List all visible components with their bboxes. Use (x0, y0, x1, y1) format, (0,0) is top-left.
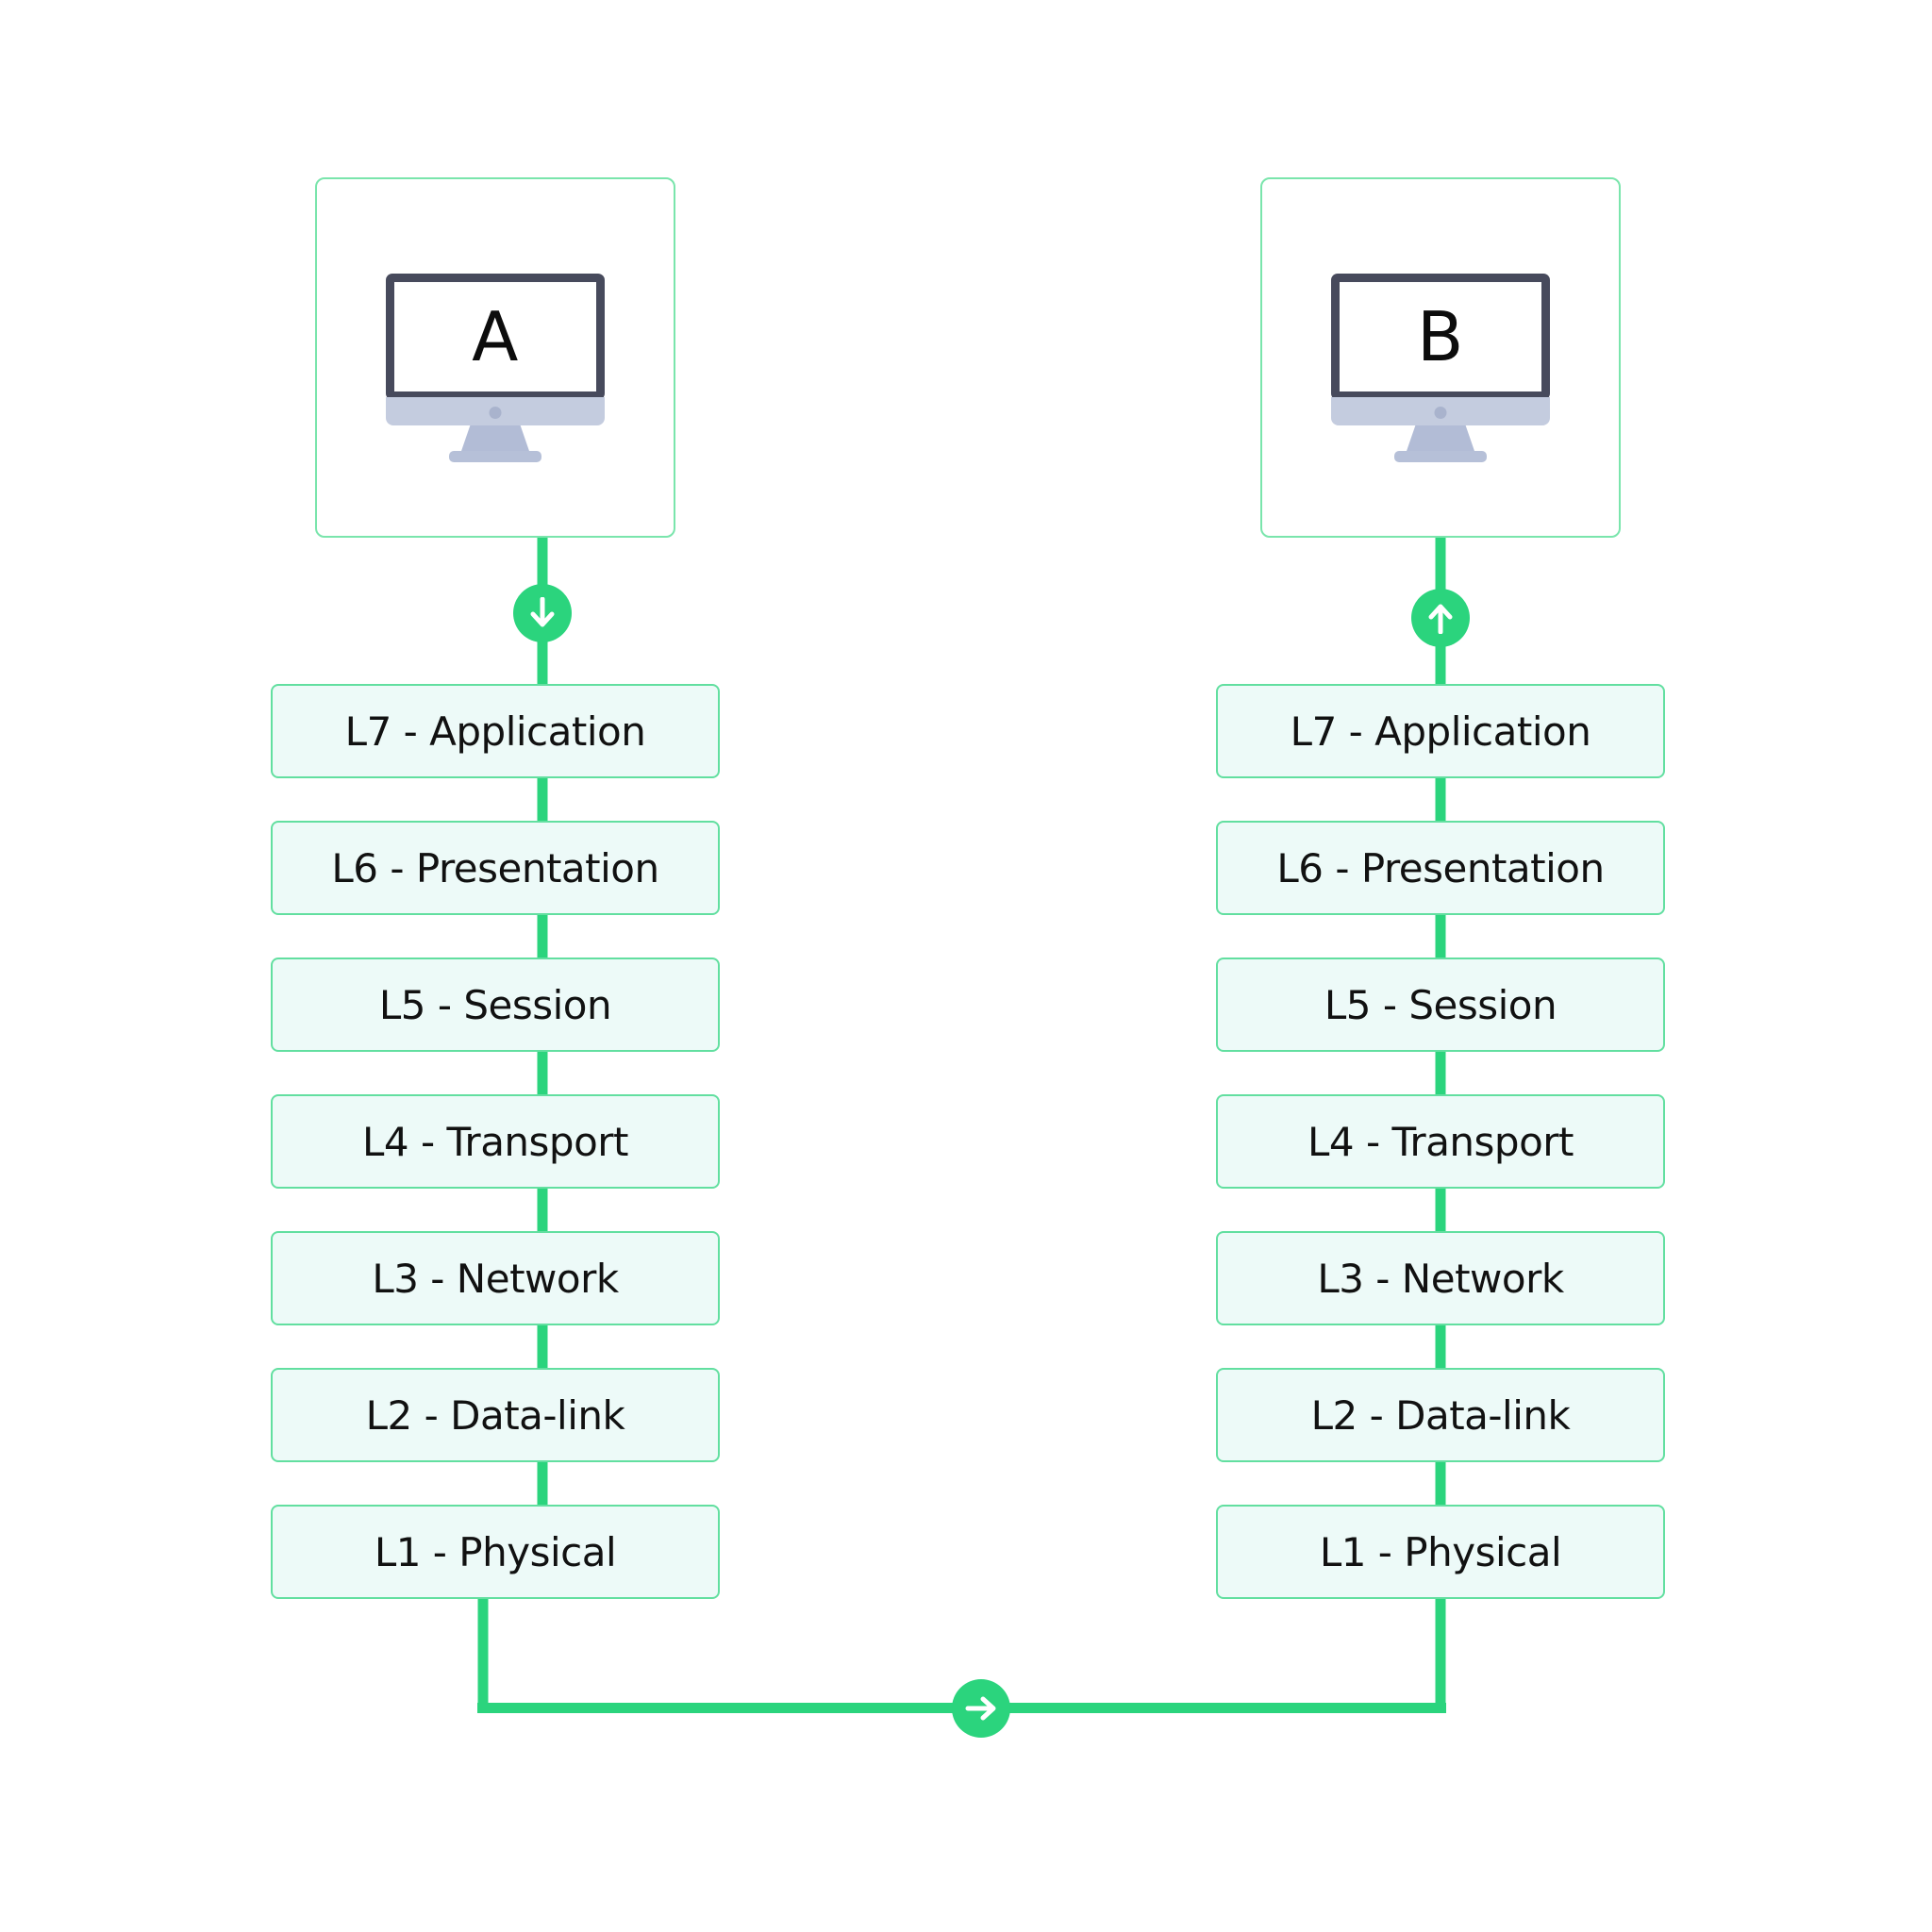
monitor-neck (460, 425, 530, 454)
layer-box-left-l3[interactable]: L3 - Network (271, 1231, 720, 1325)
layer-box-left-l5[interactable]: L5 - Session (271, 958, 720, 1052)
layer-box-right-l1[interactable]: L1 - Physical (1216, 1505, 1665, 1599)
connector-line-l6-l5-right (1435, 915, 1446, 962)
connector-line-l4-l3-left (537, 1189, 548, 1236)
connector-line-l5-l4-right (1435, 1052, 1446, 1099)
layer-box-right-l2[interactable]: L2 - Data-link (1216, 1368, 1665, 1462)
flow-arrow-right-link[interactable] (952, 1679, 1010, 1738)
connector-line-left-l1-drop (477, 1599, 489, 1713)
host-letter-a: A (472, 297, 519, 376)
monitor-icon-b: B (1331, 274, 1550, 462)
layer-box-right-l3[interactable]: L3 - Network (1216, 1231, 1665, 1325)
layer-label-right-l7: L7 - Application (1290, 708, 1591, 755)
layer-label-left-l1: L1 - Physical (374, 1528, 617, 1575)
connector-line-l2-l1-right (1435, 1462, 1446, 1509)
layer-label-right-l5: L5 - Session (1324, 981, 1557, 1028)
layer-box-left-l6[interactable]: L6 - Presentation (271, 821, 720, 915)
arrow-down-icon (530, 597, 555, 627)
monitor-neck (1406, 425, 1475, 454)
monitor-power-dot-icon (489, 407, 502, 419)
layer-label-right-l3: L3 - Network (1317, 1255, 1564, 1302)
layer-label-right-l2: L2 - Data-link (1310, 1391, 1571, 1439)
connector-line-l3-l2-right (1435, 1325, 1446, 1373)
connector-line-l3-l2-left (537, 1325, 548, 1373)
layer-label-left-l5: L5 - Session (378, 981, 612, 1028)
connector-line-right-l1-drop (1435, 1599, 1446, 1713)
layer-label-left-l6: L6 - Presentation (331, 844, 659, 891)
monitor-foot (449, 451, 541, 462)
layer-box-right-l5[interactable]: L5 - Session (1216, 958, 1665, 1052)
layer-box-right-l6[interactable]: L6 - Presentation (1216, 821, 1665, 915)
host-letter-b: B (1417, 297, 1464, 376)
monitor-foot (1394, 451, 1487, 462)
layer-label-left-l2: L2 - Data-link (365, 1391, 625, 1439)
layer-box-right-l7[interactable]: L7 - Application (1216, 684, 1665, 778)
layer-box-left-l2[interactable]: L2 - Data-link (271, 1368, 720, 1462)
layer-box-left-l7[interactable]: L7 - Application (271, 684, 720, 778)
layer-label-left-l7: L7 - Application (344, 708, 646, 755)
monitor-icon-a: A (386, 274, 605, 462)
connector-line-l7-l6-left (537, 778, 548, 825)
connector-line-l5-l4-left (537, 1052, 548, 1099)
layer-label-left-l4: L4 - Transport (361, 1118, 629, 1165)
layer-box-left-l4[interactable]: L4 - Transport (271, 1094, 720, 1189)
host-panel-b[interactable]: B (1260, 177, 1621, 538)
layer-label-right-l1: L1 - Physical (1319, 1528, 1562, 1575)
arrow-up-icon (1428, 604, 1453, 634)
connector-line-l7-l6-right (1435, 778, 1446, 825)
layer-box-right-l4[interactable]: L4 - Transport (1216, 1094, 1665, 1189)
monitor-power-dot-icon (1434, 407, 1447, 419)
connector-line-l2-l1-left (537, 1462, 548, 1509)
connector-line-l6-l5-left (537, 915, 548, 962)
layer-box-left-l1[interactable]: L1 - Physical (271, 1505, 720, 1599)
host-panel-a[interactable]: A (315, 177, 675, 538)
monitor-screen: B (1340, 282, 1541, 391)
layer-label-left-l3: L3 - Network (372, 1255, 619, 1302)
arrow-right-icon (965, 1696, 996, 1721)
monitor-screen: A (394, 282, 596, 391)
flow-arrow-up-b[interactable] (1411, 589, 1470, 647)
layer-label-right-l6: L6 - Presentation (1276, 844, 1605, 891)
flow-arrow-down-a[interactable] (513, 584, 572, 642)
layer-label-right-l4: L4 - Transport (1307, 1118, 1574, 1165)
connector-line-l4-l3-right (1435, 1189, 1446, 1236)
